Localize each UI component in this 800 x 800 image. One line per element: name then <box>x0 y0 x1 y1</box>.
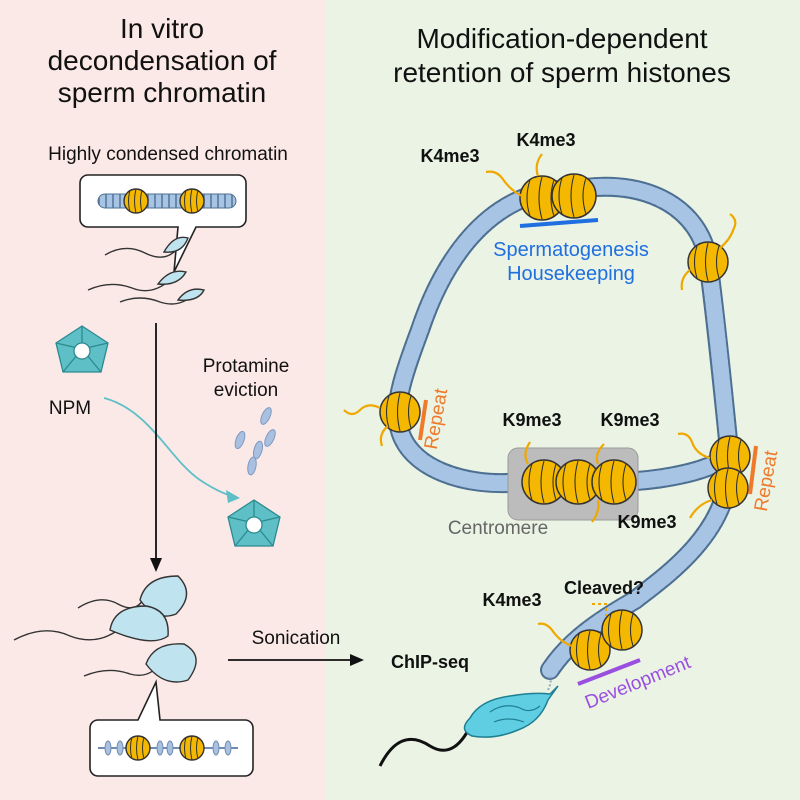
nucleosome-cluster-centromere <box>521 459 637 505</box>
mark-k4me3-c: K4me3 <box>482 590 541 610</box>
sonication-label: Sonication <box>252 628 341 649</box>
nucleosome-right-top <box>687 241 729 283</box>
left-title-line-3: sperm chromatin <box>58 77 267 108</box>
mark-k4me3-b: K4me3 <box>516 130 575 150</box>
condensed-chromatin-label: Highly condensed chromatin <box>48 144 288 165</box>
nucleosome-cluster-repeat-right <box>707 435 751 509</box>
decondensed-chromatin-callout <box>89 679 254 777</box>
sperm-cells-small <box>87 236 206 305</box>
mark-k4me3-a: K4me3 <box>420 146 479 166</box>
npm-binding-arrow <box>103 397 233 497</box>
decondensation-arrowhead <box>150 558 162 572</box>
mark-cleaved: Cleaved? <box>564 578 644 598</box>
decondensed-sperm-heads <box>13 575 197 683</box>
spermatogenesis-bar <box>519 218 599 228</box>
sperm-cell-ruptured <box>378 675 559 767</box>
npm-binding-arrowhead <box>226 490 240 503</box>
protamine-eviction-line-2: eviction <box>214 380 278 401</box>
histone-tails <box>343 153 737 648</box>
protamine-eviction-line-1: Protamine <box>203 356 290 377</box>
region-housekeeping: Housekeeping <box>507 263 635 285</box>
condensed-chromatin-callout <box>79 174 247 273</box>
region-centromere: Centromere <box>448 518 548 539</box>
repeat-right-bar <box>748 445 758 495</box>
mark-k9me3-a: K9me3 <box>502 410 561 430</box>
nucleosome-icon <box>125 735 151 761</box>
nucleosome-icon <box>123 188 149 214</box>
left-title-line-1: In vitro <box>120 13 204 44</box>
left-title-line-2: decondensation of <box>48 45 277 76</box>
nucleosome-icon <box>179 188 205 214</box>
development-bar <box>577 658 641 686</box>
nucleosome-icon <box>179 735 205 761</box>
right-title-line-1: Modification-dependent <box>416 23 707 54</box>
chipseq-label: ChIP-seq <box>391 652 469 672</box>
nucleosome-repeat-left <box>379 391 421 433</box>
npm-pentamer-icon <box>55 325 109 373</box>
cleaved-dotted-link <box>592 603 607 616</box>
nucleosome-cluster-top <box>519 173 597 221</box>
region-spermatogenesis: Spermatogenesis <box>493 239 649 261</box>
npm-pentamer-bound-icon <box>227 499 281 547</box>
mark-k9me3-c: K9me3 <box>617 512 676 532</box>
sonication-arrowhead <box>350 654 364 666</box>
repeat-left-bar <box>418 399 428 441</box>
right-title-line-2: retention of sperm histones <box>393 57 731 88</box>
mark-k9me3-b: K9me3 <box>600 410 659 430</box>
protamine-molecules <box>234 407 276 476</box>
nucleosome-cluster-development <box>569 609 643 671</box>
npm-label: NPM <box>49 398 91 419</box>
